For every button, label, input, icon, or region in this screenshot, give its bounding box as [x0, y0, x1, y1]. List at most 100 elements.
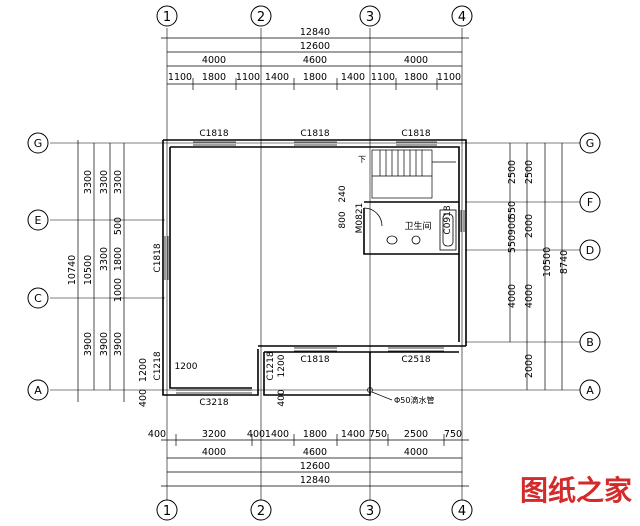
dim-top-overall: 12840: [300, 27, 330, 38]
dim-top-bay-3: 4000: [404, 55, 428, 66]
axis-label-left-e: E: [35, 214, 42, 227]
dim-left-bay-3: 3900: [99, 332, 110, 356]
dim-left-seg-3: 1800: [113, 247, 124, 271]
dim-right-axis-total: 10500: [542, 247, 553, 277]
dim-right-bay-2: 2000: [524, 214, 535, 238]
axis-label-right-b: B: [586, 336, 594, 349]
dim-bottom-bay-3: 4000: [404, 447, 428, 458]
dim-top-seg-3: 1100: [236, 72, 260, 83]
dim-left-seg-2: 500: [113, 217, 124, 235]
dim-top-seg-6: 1400: [341, 72, 365, 83]
dim-left-overall: 10740: [67, 255, 78, 285]
window-label-small-mid: C1218: [266, 351, 276, 380]
dim-top-seg-8: 1800: [404, 72, 428, 83]
dim-bottom-seg-9: 750: [444, 429, 462, 440]
dim-bottom-seg-6: 1400: [341, 429, 365, 440]
axis-bubbles: [27, 5, 601, 521]
door-dim-2: 240: [338, 185, 348, 202]
dim-top-axis-total: 12600: [300, 41, 330, 52]
window-label-inner-right: C2518: [401, 355, 430, 365]
dim-bottom-seg-1: 400: [148, 429, 166, 440]
dim-right-seg-4: 550: [507, 235, 518, 253]
dim-right-seg-2: 550: [507, 201, 518, 219]
axis-lines: [50, 28, 580, 500]
axis-label-right-d: D: [586, 244, 594, 257]
window-label-bathroom: C0918: [443, 205, 453, 234]
dim-bottom-seg-3: 400: [247, 429, 265, 440]
walls: [162, 139, 467, 396]
axis-label-top-1: 1: [163, 10, 171, 25]
dim-top-bay-2: 4600: [303, 55, 327, 66]
door-label: M0821: [355, 203, 365, 234]
window-label-top-3: C1818: [401, 129, 430, 139]
dim-bottom-seg-8: 2500: [404, 429, 428, 440]
window-marks: [164, 141, 465, 394]
left-dimension-lines: [77, 140, 125, 402]
axis-label-bottom-2: 2: [257, 504, 265, 519]
dim-top-seg-1: 1100: [168, 72, 192, 83]
top-dimension-lines: [161, 37, 469, 90]
axis-label-top-4: 4: [458, 10, 466, 25]
dim-right-seg-3: 900: [507, 217, 518, 235]
watermark: 图纸之家: [520, 474, 632, 507]
axis-label-top-2: 2: [257, 10, 265, 25]
axis-label-bottom-4: 4: [458, 504, 466, 519]
dim-top-bay-1: 4000: [202, 55, 226, 66]
dim-right-bay-3: 4000: [524, 284, 535, 308]
dim-right-seg-1: 2500: [507, 160, 518, 184]
drain-pipe: [367, 387, 393, 401]
dim-bottom-bay-1: 4000: [202, 447, 226, 458]
dim-top-seg-4: 1400: [265, 72, 289, 83]
staircase: [371, 149, 456, 199]
window-label-left-wall: C1818: [153, 243, 163, 272]
axis-label-bottom-1: 1: [163, 504, 171, 519]
dim-top-seg-7: 1100: [371, 72, 395, 83]
window-label-top-2: C1818: [300, 129, 329, 139]
dim-mid-small-1200: 1200: [277, 354, 287, 377]
dim-right-bay-1: 2500: [524, 160, 535, 184]
bottom-dimension-lines: [161, 434, 469, 487]
room-label-bathroom: 卫生间: [404, 220, 431, 232]
dim-bottom-bay-2: 4600: [303, 447, 327, 458]
dim-bottom-seg-5: 1800: [303, 429, 327, 440]
dim-right-bay-4: 2000: [524, 354, 535, 378]
dim-left-seg-1: 3300: [113, 170, 124, 194]
window-label-bottom-left: C3218: [199, 398, 228, 408]
dim-left-seg-a: 3300: [83, 170, 94, 194]
axis-label-left-c: C: [34, 292, 42, 305]
dim-top-seg-9: 1100: [437, 72, 461, 83]
dim-bottom-seg-2: 3200: [202, 429, 226, 440]
window-label-small-left: C1218: [153, 351, 163, 380]
dim-left-bay-1: 3300: [99, 170, 110, 194]
drain-label: Φ50滴水管: [394, 395, 434, 405]
dim-left-axis-total: 10500: [83, 255, 94, 285]
dim-top-seg-5: 1800: [303, 72, 327, 83]
dim-left-seg-7: 400: [138, 389, 149, 407]
right-dimension-lines: [509, 143, 563, 390]
dim-left-seg-5: 3900: [113, 332, 124, 356]
dim-bottom-seg-7: 750: [369, 429, 387, 440]
dim-left-small-1200: 1200: [175, 362, 198, 372]
axis-label-right-f: F: [587, 196, 593, 209]
door-dim-1: 800: [338, 211, 348, 228]
dim-left-bay-2: 3300: [99, 247, 110, 271]
axis-label-right-a: A: [586, 384, 594, 397]
dim-mid-small-400: 400: [277, 389, 287, 406]
window-label-inner-mid: C1818: [300, 355, 329, 365]
axis-label-top-3: 3: [366, 10, 374, 25]
axis-label-right-g: G: [586, 137, 595, 150]
dim-bottom-overall: 12840: [300, 475, 330, 486]
axis-label-left-g: G: [34, 137, 43, 150]
dim-left-seg-4: 1000: [113, 278, 124, 302]
dim-left-seg-6: 1200: [138, 358, 149, 382]
dim-right-overall: 8740: [559, 250, 570, 274]
axis-label-left-a: A: [34, 384, 42, 397]
window-label-top-1: C1818: [199, 129, 228, 139]
stair-direction-label: 下: [358, 155, 366, 164]
dim-top-seg-2: 1800: [202, 72, 226, 83]
dim-right-seg-5: 4000: [507, 284, 518, 308]
axis-label-bottom-3: 3: [366, 504, 374, 519]
dim-left-seg-b: 3900: [83, 332, 94, 356]
dim-bottom-seg-4: 1400: [265, 429, 289, 440]
